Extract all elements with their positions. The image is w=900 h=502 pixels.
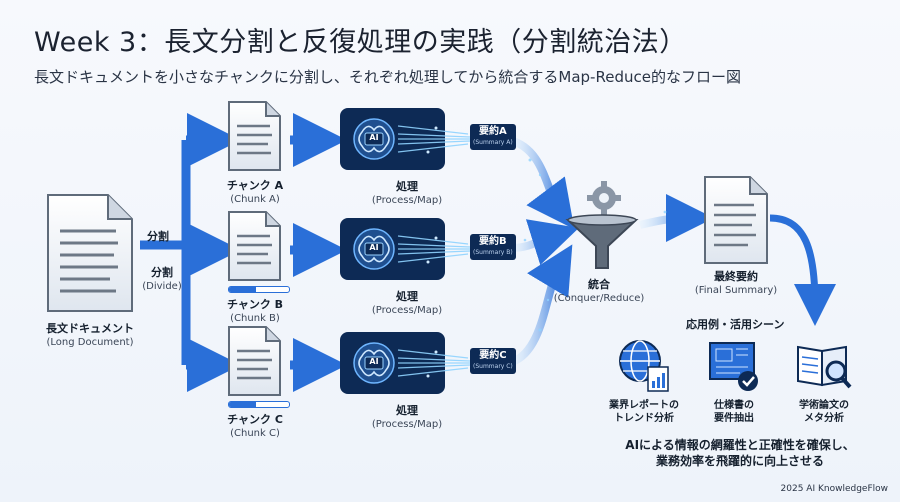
conquer-title: 統合 bbox=[588, 278, 610, 291]
chunk-title: チャンク B bbox=[226, 298, 284, 311]
summary-sub: (Summary A) bbox=[473, 139, 513, 146]
summary-tag: 要約B (Summary B) bbox=[470, 234, 516, 260]
divide-sub: (Divide) bbox=[142, 281, 182, 292]
process-title: 処理 bbox=[396, 180, 418, 193]
chunk-document-icon bbox=[226, 210, 282, 286]
process-label: 処理 (Process/Map) bbox=[352, 402, 462, 430]
ai-badge: AI bbox=[369, 243, 379, 252]
final-summary-document-icon bbox=[704, 176, 768, 264]
ai-brain-icon bbox=[340, 332, 472, 394]
usecase-meta-label: 学術論文の メタ分析 bbox=[778, 399, 870, 425]
process-label: 処理 (Process/Map) bbox=[352, 178, 462, 206]
conquer-sub: (Conquer/Reduce) bbox=[553, 293, 645, 304]
footer-credit: 2025 AI KnowledgeFlow bbox=[780, 484, 888, 494]
process-ai-panel: AI 要約C (Summary C) bbox=[340, 332, 516, 394]
blueprint-check-icon bbox=[709, 342, 758, 391]
usecase-requirements-line1: 仕様書の bbox=[714, 400, 754, 411]
summary-title: 要約C bbox=[479, 350, 507, 361]
summary-title: 要約B bbox=[479, 236, 507, 247]
chunk-title: チャンク A bbox=[226, 179, 284, 192]
summary-sub: (Summary B) bbox=[473, 249, 513, 256]
usecase-requirements-line2: 要件抽出 bbox=[714, 413, 754, 424]
usecase-meta-line2: メタ分析 bbox=[804, 413, 844, 424]
process-sub: (Process/Map) bbox=[371, 419, 443, 430]
page-title: Week 3：長文分割と反復処理の実践（分割統治法） bbox=[34, 27, 687, 58]
long-document-label: 長文ドキュメント (Long Document) bbox=[22, 320, 158, 348]
summary-sub: (Summary C) bbox=[473, 363, 513, 370]
usecase-trend-line2: トレンド分析 bbox=[614, 413, 674, 424]
divide-label-1: 分割 bbox=[147, 230, 169, 243]
summary-tag: 要約A (Summary A) bbox=[470, 124, 516, 150]
divide-label-2-text: 分割 bbox=[151, 266, 173, 279]
conquer-label: 統合 (Conquer/Reduce) bbox=[534, 276, 664, 304]
chunk-label: チャンク B (Chunk B) bbox=[200, 296, 310, 324]
ai-brain-icon bbox=[340, 108, 472, 170]
summary-title: 要約A bbox=[478, 126, 507, 137]
bottom-message: AIによる情報の網羅性と正確性を確保し、 業務効率を飛躍的に向上させる bbox=[600, 437, 880, 469]
long-document-icon bbox=[47, 194, 133, 312]
chunk-sub: (Chunk B) bbox=[230, 313, 280, 324]
page-subtitle: 長文ドキュメントを小さなチャンクに分割し、それぞれ処理してから統合するMap-R… bbox=[34, 68, 741, 86]
chunk-progress-bar bbox=[228, 286, 290, 293]
globe-report-icon bbox=[619, 340, 669, 392]
usecase-trend-line1: 業界レポートの bbox=[609, 400, 679, 411]
chunk-label: チャンク C (Chunk C) bbox=[200, 411, 310, 439]
ai-badge: AI bbox=[369, 357, 379, 366]
chunk-sub: (Chunk A) bbox=[230, 194, 280, 205]
chunk-sub: (Chunk C) bbox=[230, 428, 280, 439]
bottom-message-line1: AIによる情報の網羅性と正確性を確保し、 bbox=[625, 438, 855, 452]
ai-brain-icon bbox=[340, 218, 472, 280]
chunk-title: チャンク C bbox=[227, 413, 283, 426]
process-title: 処理 bbox=[396, 290, 418, 303]
chunk-progress-bar bbox=[228, 401, 290, 408]
process-label: 処理 (Process/Map) bbox=[352, 288, 462, 316]
chunk-document-icon bbox=[226, 325, 282, 401]
usecases-title: 応用例・活用シーン bbox=[686, 318, 785, 331]
divide-label-2: 分割 (Divide) bbox=[132, 264, 192, 292]
usecase-meta-line1: 学術論文の bbox=[799, 400, 849, 411]
summary-tag: 要約C (Summary C) bbox=[470, 348, 516, 374]
chunk-document-icon bbox=[226, 100, 282, 176]
usecase-requirements-label: 仕様書の 要件抽出 bbox=[688, 399, 780, 425]
process-title: 処理 bbox=[396, 404, 418, 417]
book-magnifier-icon bbox=[797, 345, 852, 389]
process-ai-panel: AI 要約B (Summary B) bbox=[340, 218, 516, 280]
usecase-trend-label: 業界レポートの トレンド分析 bbox=[598, 399, 690, 425]
long-document-sub: (Long Document) bbox=[46, 337, 134, 348]
funnel-gear-icon bbox=[565, 181, 639, 269]
final-summary-label: 最終要約 (Final Summary) bbox=[676, 268, 796, 296]
process-sub: (Process/Map) bbox=[371, 305, 443, 316]
final-summary-sub: (Final Summary) bbox=[694, 285, 778, 296]
process-ai-panel: AI 要約A (Summary A) bbox=[340, 108, 516, 170]
process-sub: (Process/Map) bbox=[371, 195, 443, 206]
ai-badge: AI bbox=[369, 133, 379, 142]
chunk-label: チャンク A (Chunk A) bbox=[200, 177, 310, 205]
bottom-message-line2: 業務効率を飛躍的に向上させる bbox=[655, 454, 824, 468]
final-summary-title: 最終要約 bbox=[714, 270, 758, 283]
long-document-title: 長文ドキュメント bbox=[46, 322, 134, 335]
